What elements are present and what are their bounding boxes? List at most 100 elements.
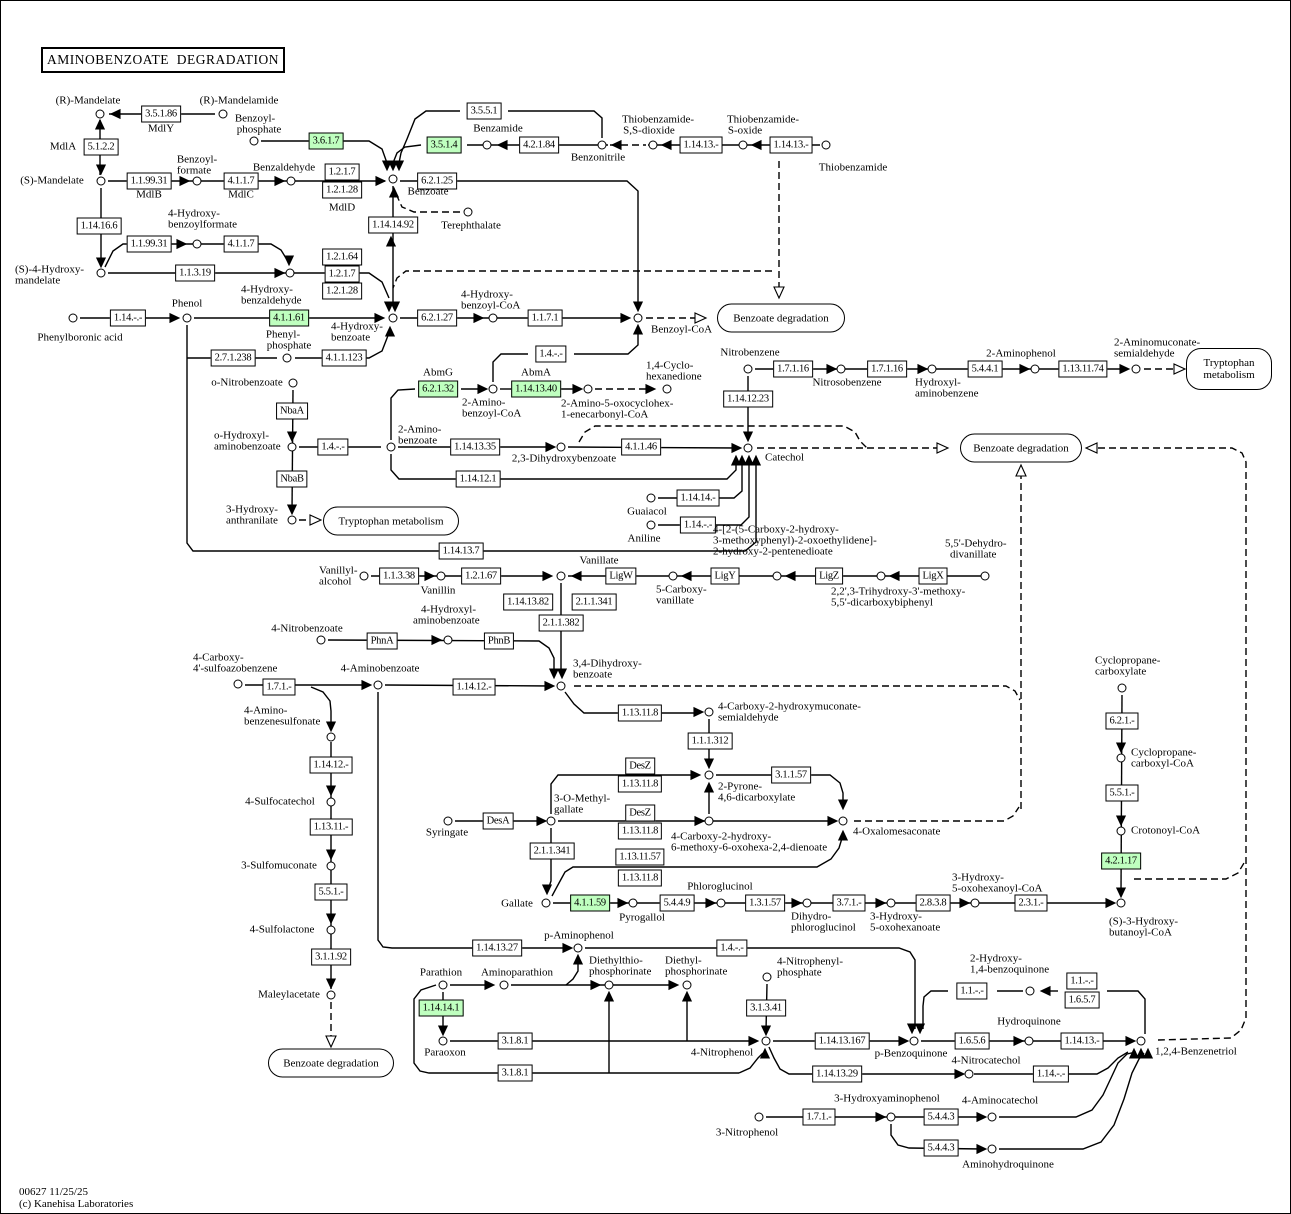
compound-4-nitrobenzoate[interactable] [316,635,326,645]
enzyme-box-5-4-4-1[interactable]: 5.4.4.1 [967,360,1003,378]
compound-3-4-dihydroxy-benzoate[interactable] [556,681,566,691]
compound-o-nitrobenzoate[interactable] [288,378,298,388]
pathway-link-tryptophan-metabolism[interactable]: Tryptophan metabolism [323,506,459,536]
pathway-link-benzoate-degradation[interactable]: Benzoate degradation [960,433,1082,463]
enzyme-box-1-13-11-57[interactable]: 1.13.11.57 [615,848,665,866]
enzyme-box-5-5-1[interactable]: 5.5.1.- [314,883,348,901]
compound-nitrosobenzene[interactable] [836,364,846,374]
compound-phenyl-phosphate[interactable] [282,353,292,363]
enzyme-box-1-14-12-23[interactable]: 1.14.12.23 [723,390,773,408]
compound-4-hydroxy-benzoyl-coa[interactable] [488,313,498,323]
enzyme-box-1-1-7-1[interactable]: 1.1.7.1 [527,309,563,327]
enzyme-box-3-5-1-86[interactable]: 3.5.1.86 [141,105,181,123]
enzyme-box-1-13-11-74[interactable]: 1.13.11.74 [1058,360,1108,378]
compound-2-amino-benzoate[interactable] [386,442,396,452]
compound-intermediate[interactable] [772,571,782,581]
compound-2-aminomuconate-semialdehyde[interactable] [1131,364,1141,374]
compound-guaiacol[interactable] [646,493,656,503]
compound-maleylacetate[interactable] [326,990,336,1000]
compound-4-carboxy-4-sulfoazobenzene[interactable] [233,679,243,689]
enzyme-box-2-1-1-382[interactable]: 2.1.1.382 [538,614,584,632]
enzyme-box-1-2-1-64[interactable]: 1.2.1.64 [322,248,362,266]
enzyme-box-1-2-1-7[interactable]: 1.2.1.7 [324,163,360,181]
compound-s-mandelate[interactable] [96,176,106,186]
enzyme-box-1-13-11-8[interactable]: 1.13.11.8 [617,704,663,722]
enzyme-box-phna[interactable]: PhnA [366,632,398,650]
compound-4-sulfocatechol[interactable] [326,797,336,807]
enzyme-box-1-14-14[interactable]: 1.14.14.- [676,489,720,507]
page-title[interactable]: AMINOBENZOATE DEGRADATION [41,47,285,73]
enzyme-box-4-1-1-61[interactable]: 4.1.1.61 [269,309,309,327]
compound-4-hydroxy-benzaldehyde[interactable] [285,268,295,278]
enzyme-box-desz[interactable]: DesZ [625,757,655,775]
compound-3-hydroxy-5-oxohexanoate[interactable] [886,898,896,908]
compound-hydroxyl-aminobenzene[interactable] [927,364,937,374]
enzyme-box-1-6-5-6[interactable]: 1.6.5.6 [954,1032,990,1050]
compound-phenol[interactable] [182,313,192,323]
enzyme-box-1-14[interactable]: 1.14.-.- [679,516,717,534]
enzyme-box-1-13-11-8[interactable]: 1.13.11.8 [617,869,663,887]
enzyme-box-1-14-13-82[interactable]: 1.14.13.82 [503,593,553,611]
enzyme-box-1-13-11[interactable]: 1.13.11.- [309,818,353,836]
enzyme-box-ligw[interactable]: LigW [605,567,637,585]
enzyme-box-1-14-13-167[interactable]: 1.14.13.167 [814,1032,870,1050]
enzyme-box-1-14-13-7[interactable]: 1.14.13.7 [438,542,484,560]
compound-4-sulfolactone[interactable] [326,925,336,935]
enzyme-box-5-1-2-2[interactable]: 5.1.2.2 [83,138,119,156]
enzyme-box-3-6-1-7[interactable]: 3.6.1.7 [308,132,344,150]
compound-catechol[interactable] [743,443,753,453]
enzyme-box-3-5-1-4[interactable]: 3.5.1.4 [426,136,462,154]
enzyme-box-6-2-1[interactable]: 6.2.1.- [1105,712,1139,730]
compound-3-hydroxy-5-oxohexanoyl-coa[interactable] [970,898,980,908]
enzyme-box-1-14-14-1[interactable]: 1.14.14.1 [418,999,464,1017]
enzyme-box-1-2-1-7[interactable]: 1.2.1.7 [324,265,360,283]
compound-2-2-3-trihydroxy-3-methoxy-5-5-dicarboxybiphenyl[interactable] [876,571,886,581]
enzyme-box-1-1-3-19[interactable]: 1.1.3.19 [175,264,215,282]
pathway-link-tryptophan-metabolism[interactable]: Tryptophan metabolism [1186,348,1272,390]
enzyme-box-1-1-99-31[interactable]: 1.1.99.31 [126,172,172,190]
enzyme-box-1-14-13-35[interactable]: 1.14.13.35 [450,438,500,456]
enzyme-box-1-3-1-57[interactable]: 1.3.1.57 [745,894,785,912]
compound-3-o-methyl-gallate[interactable] [546,816,556,826]
compound-phenylboronic-acid[interactable] [68,313,78,323]
enzyme-box-2-3-1[interactable]: 2.3.1.- [1014,894,1048,912]
enzyme-box-1-4[interactable]: 1.4.-.- [716,939,748,957]
enzyme-box-2-8-3-8[interactable]: 2.8.3.8 [915,894,951,912]
compound-4-hydroxy-benzoate[interactable] [388,313,398,323]
compound-vanillate[interactable] [556,571,566,581]
enzyme-box-6-2-1-27[interactable]: 6.2.1.27 [417,309,457,327]
enzyme-box-1-14[interactable]: 1.14.-.- [1032,1065,1070,1083]
enzyme-box-1-1[interactable]: 1.1.-.- [1066,972,1098,990]
compound-vanillyl-alcohol[interactable] [359,571,369,581]
enzyme-box-1-2-1-67[interactable]: 1.2.1.67 [461,567,501,585]
compound-benzaldehyde[interactable] [286,176,296,186]
enzyme-box-1-14-12[interactable]: 1.14.12.- [452,678,496,696]
pathway-link-benzoate-degradation[interactable]: Benzoate degradation [268,1048,394,1078]
compound-benzoate[interactable] [388,174,398,184]
enzyme-box-1-14-13-29[interactable]: 1.14.13.29 [812,1065,862,1083]
compound-thiobenzamide-s-s-dioxide[interactable] [648,140,658,150]
compound-aminoparathion[interactable] [499,980,509,990]
compound-2-pyrone-4-6-dicarboxylate[interactable] [704,770,714,780]
enzyme-box-6-2-1-32[interactable]: 6.2.1.32 [418,380,458,398]
enzyme-box-3-1-8-1[interactable]: 3.1.8.1 [497,1064,533,1082]
compound-benzoyl-phosphate[interactable] [249,136,259,146]
compound-pyrogallol[interactable] [628,898,638,908]
enzyme-box-1-14-16-6[interactable]: 1.14.16.6 [76,217,122,235]
enzyme-box-5-4-4-3[interactable]: 5.4.4.3 [923,1139,959,1157]
enzyme-box-4-1-1-46[interactable]: 4.1.1.46 [621,438,661,456]
compound-nitrobenzene[interactable] [743,364,753,374]
enzyme-box-1-1[interactable]: 1.1.-.- [956,982,988,1000]
enzyme-box-1-1-3-38[interactable]: 1.1.3.38 [379,567,419,585]
compound-4-aminobenzoate[interactable] [373,680,383,690]
enzyme-box-1-14-13-27[interactable]: 1.14.13.27 [472,939,522,957]
compound-syringate[interactable] [443,816,453,826]
compound-4-hydroxyl-aminobenzoate[interactable] [443,635,453,645]
enzyme-box-1-14-13-40[interactable]: 1.14.13.40 [511,380,561,398]
compound-dihydro-phloroglucinol[interactable] [802,898,812,908]
enzyme-box-1-7-1-16[interactable]: 1.7.1.16 [773,360,813,378]
compound-4-carboxy-2-hydroxy-6-methoxy-6-oxohexa-2-4-dienoate[interactable] [704,816,714,826]
compound-terephthalate[interactable] [463,207,473,217]
compound-1-2-4-benzenetriol[interactable] [1136,1036,1146,1046]
enzyme-box-4-1-1-7[interactable]: 4.1.1.7 [223,235,259,253]
